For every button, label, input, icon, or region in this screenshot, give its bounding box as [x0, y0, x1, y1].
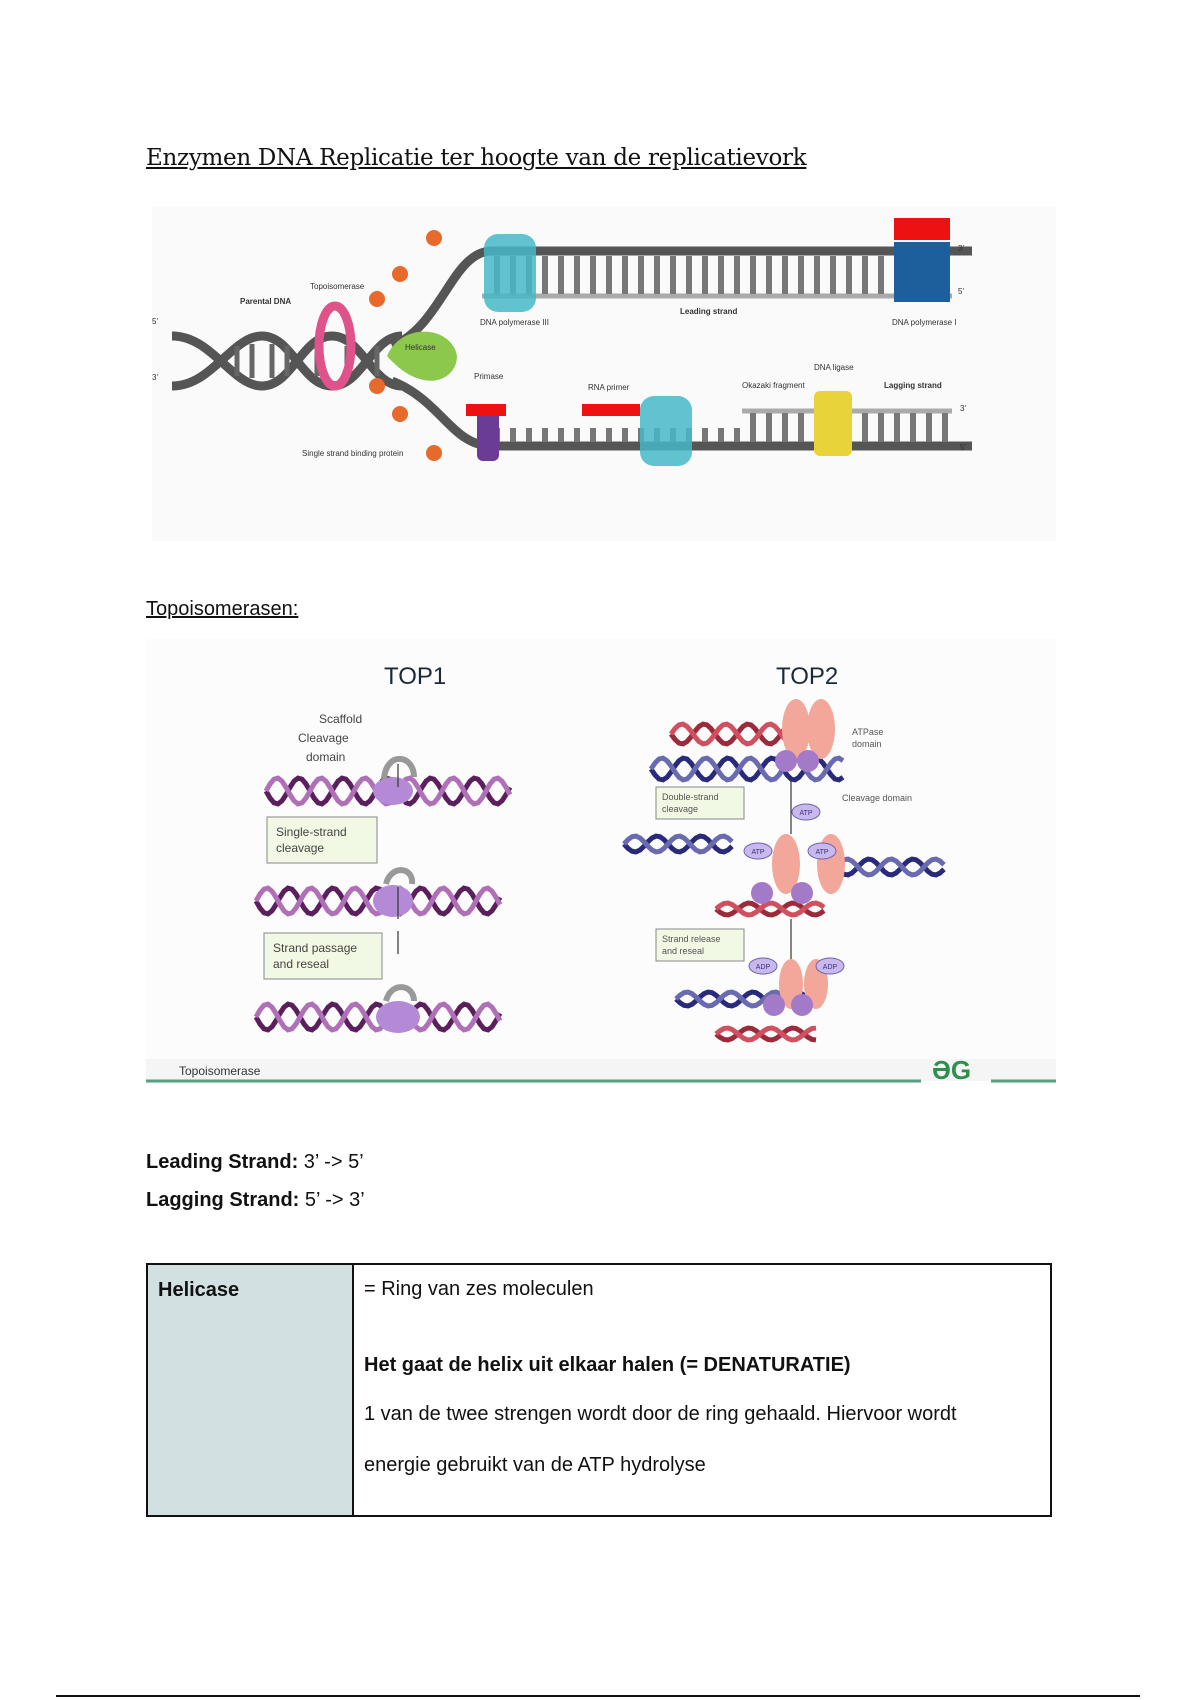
label-atpase-2: domain	[852, 739, 882, 749]
leading-strand-label: Leading Strand:	[146, 1151, 299, 1173]
dna-helix	[253, 1001, 503, 1033]
label-5prime-top: 5'	[958, 287, 964, 296]
lagging-strand-label: Lagging Strand:	[146, 1189, 300, 1211]
description-line: energie gebruikt van de ATP hydrolyse	[364, 1454, 706, 1476]
label-lagging-strand: Lagging strand	[884, 381, 942, 390]
atp-badge: ATP	[799, 810, 812, 817]
atp-badge: ATP	[751, 849, 764, 856]
dna-helix	[714, 1025, 817, 1043]
helicase-table: Helicase = Ring van zes moleculen Het ga…	[146, 1263, 1052, 1517]
label-parental-dna: Parental DNA	[240, 297, 291, 306]
label-okazaki: Okazaki fragment	[742, 381, 805, 390]
figure-footer-label: Topoisomerase	[179, 1064, 261, 1078]
label-3prime-top: 3'	[958, 244, 964, 253]
label-5prime-left: 5'	[152, 317, 158, 326]
dna-helix	[253, 1001, 503, 1033]
label-strand-release: Strand release	[662, 934, 721, 944]
label-cleavage: Cleavage	[298, 731, 349, 745]
dna-helix	[253, 885, 503, 917]
label-3prime-left: 3'	[152, 373, 158, 382]
replication-fork-diagram: Parental DNA Topoisomerase Helicase DNA …	[152, 206, 1056, 541]
leading-strand-line: Leading Strand: 3’ -> 5’	[146, 1151, 364, 1174]
label-3prime-bottom: 3'	[960, 404, 966, 413]
label-rna-primer: RNA primer	[588, 383, 630, 392]
label-strand-release-2: and reseal	[662, 946, 704, 956]
label-double-strand: Double-strand	[662, 792, 719, 802]
top1-title: TOP1	[384, 663, 446, 690]
adp-badge: ADP	[823, 964, 838, 971]
label-dna-pol3: DNA polymerase III	[480, 318, 549, 327]
label-strand-passage: Strand passage	[273, 941, 357, 955]
lagging-strand-line: Lagging Strand: 5’ -> 3’	[146, 1189, 365, 1212]
label-dna-ligase: DNA ligase	[814, 363, 854, 372]
label-cleavage-domain: Cleavage domain	[842, 793, 912, 803]
adp-badge: ADP	[756, 964, 771, 971]
page-bottom-rule	[56, 1695, 1140, 1697]
label-single-strand-2: cleavage	[276, 841, 324, 855]
dna-helix	[834, 856, 946, 878]
label-atpase: ATPase	[852, 727, 883, 737]
dna-helix	[834, 856, 946, 878]
label-single-strand: Single-strand	[276, 825, 347, 839]
label-strand-passage-2: and reseal	[273, 957, 329, 971]
topoisomerase-diagram: TOP1 TOP2 Scaffold Cleavage domain Singl…	[146, 639, 1056, 1085]
dna-helix	[648, 755, 845, 783]
page-title: Enzymen DNA Replicatie ter hoogte van de…	[146, 145, 807, 171]
label-ssb: Single strand binding protein	[302, 449, 403, 458]
top2-title: TOP2	[776, 663, 838, 690]
description-line: 1 van de twee strengen wordt door de rin…	[364, 1403, 957, 1425]
label-dna-pol1: DNA polymerase I	[892, 318, 956, 327]
leading-strand-value: 3’ -> 5’	[298, 1151, 364, 1173]
label-leading-strand: Leading strand	[680, 307, 737, 316]
table-description-cell: = Ring van zes moleculen Het gaat de hel…	[354, 1265, 1050, 1515]
label-5prime-bottom: 5'	[960, 443, 966, 452]
description-line: = Ring van zes moleculen	[364, 1278, 594, 1300]
dna-helix	[253, 885, 503, 917]
label-domain: domain	[306, 750, 345, 764]
dna-helix	[622, 833, 734, 855]
topoisomerases-heading: Topoisomerasen:	[146, 598, 299, 620]
dna-helix	[714, 900, 826, 918]
label-topoisomerase: Topoisomerase	[310, 282, 365, 291]
dna-helix	[714, 1025, 817, 1043]
label-primase: Primase	[474, 372, 504, 381]
gfg-logo: ƏG	[932, 1055, 971, 1084]
lagging-strand-value: 5’ -> 3’	[299, 1189, 365, 1211]
description-line-bold: Het gaat de helix uit elkaar halen (= DE…	[364, 1354, 851, 1376]
dna-helix	[714, 900, 826, 918]
dna-helix	[622, 833, 734, 855]
dna-helix	[668, 721, 796, 747]
label-scaffold: Scaffold	[319, 712, 362, 726]
label-double-strand-2: cleavage	[662, 804, 698, 814]
label-helicase: Helicase	[405, 343, 436, 352]
table-term-cell: Helicase	[148, 1265, 354, 1515]
atp-badge: ATP	[815, 849, 828, 856]
